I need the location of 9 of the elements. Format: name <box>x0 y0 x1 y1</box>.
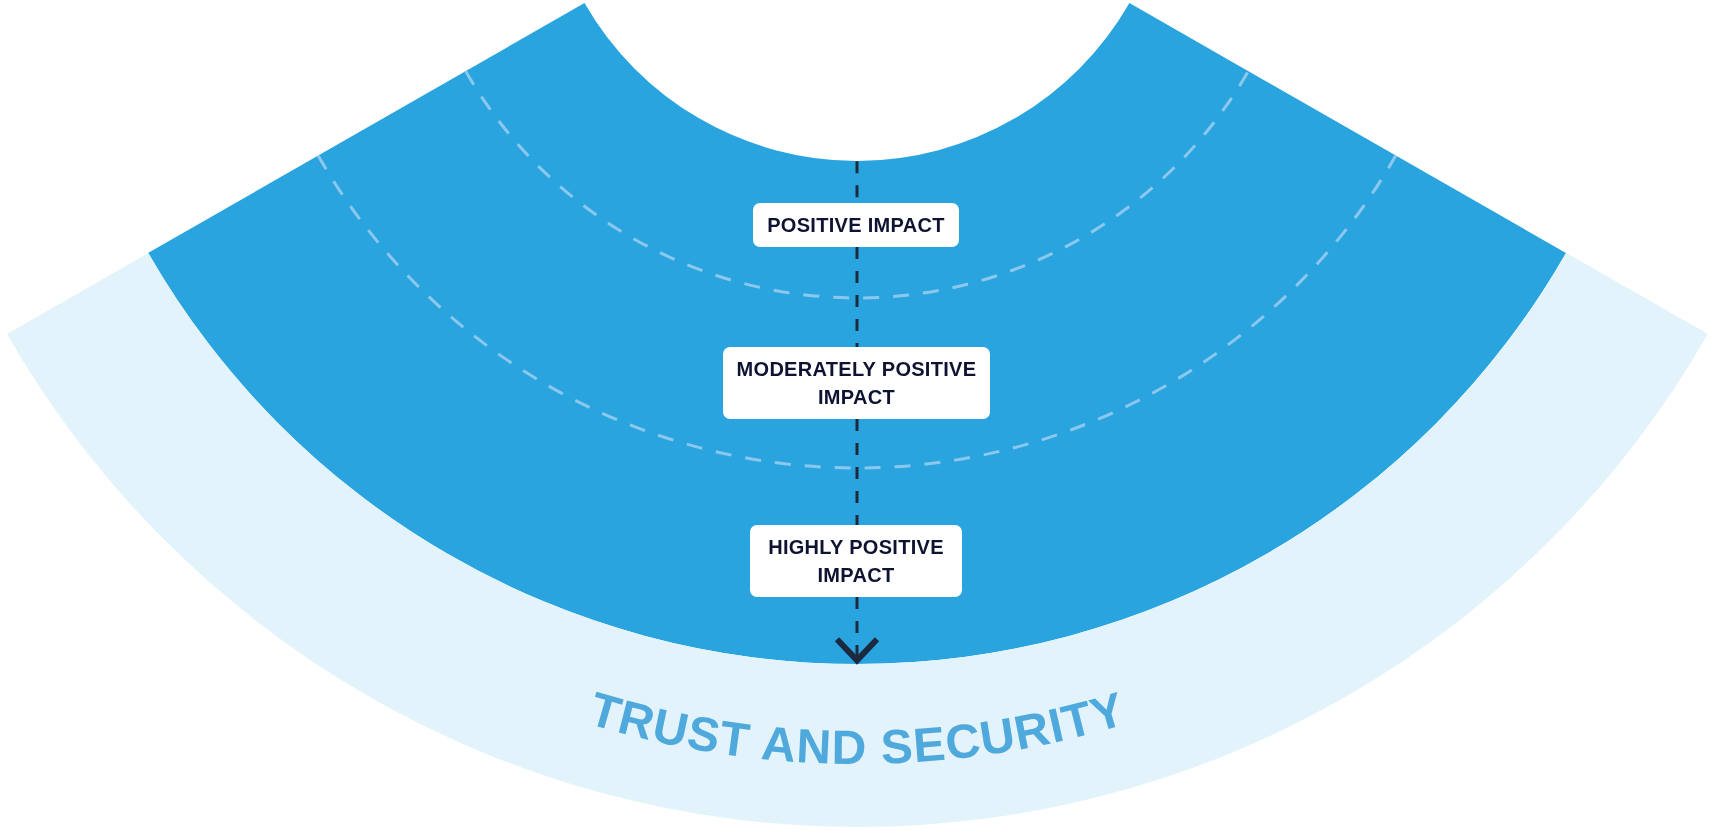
dashed-line <box>855 419 859 525</box>
dashed-line <box>855 247 859 347</box>
impact-label: MODERATELY POSITIVE IMPACT <box>723 347 990 419</box>
dashed-arrow <box>834 597 880 664</box>
impact-label: POSITIVE IMPACT <box>753 203 959 247</box>
arc-band <box>6 253 1708 828</box>
band-label: TRUST AND SECURITY <box>583 682 1131 775</box>
impact-label: HIGHLY POSITIVE IMPACT <box>750 525 962 597</box>
arc-band <box>148 3 1566 665</box>
